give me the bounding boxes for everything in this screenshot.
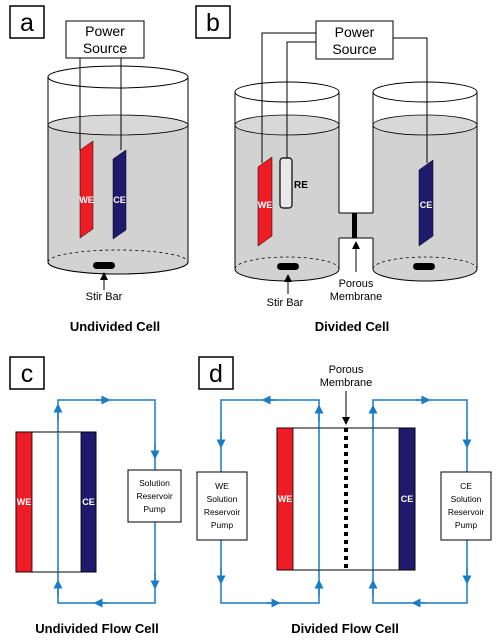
panel-d-label-box [198,356,234,390]
stir-bar-right [413,263,435,270]
working-electrode-b [257,156,273,247]
panel-b: b [195,5,478,334]
pump-c-line2: Reservoir [136,491,173,501]
power-source-b-line2: Source [332,41,377,57]
ce-pump-line4: Pump [455,520,477,530]
membrane-label-d-line2: Membrane [320,377,373,389]
caption-d: Divided Flow Cell [291,621,399,636]
panel-c-label: c [21,360,34,388]
panel-b-label-box [195,5,231,39]
we-label: WE [79,195,94,205]
ce-pump-line2: Solution [451,494,482,504]
membrane-label-d-line1: Porous [329,364,364,376]
stir-bar [93,262,115,269]
counter-electrode [112,149,127,240]
panel-a-label-box [9,5,45,39]
panel-a: a Power Source WE CE Stir Bar Undivided … [9,5,189,334]
re-label: RE [294,180,308,191]
panel-d: d Porous Membrane WE CE WE Solu [196,356,492,636]
we-pump-line4: Pump [211,520,233,530]
re-wire [286,41,316,158]
counter-electrode-c [80,431,97,573]
working-electrode-d [276,427,294,571]
panel-d-label: d [209,360,223,388]
panel-b-label: b [206,9,220,37]
ce-pump-line3: Reservoir [448,507,485,517]
we-wire-b [261,32,316,163]
stir-bar-label: Stir Bar [86,291,123,303]
power-source-box [65,20,145,59]
ce-label-d: CE [401,494,414,504]
membrane-label-b-line2: Membrane [330,291,383,303]
stir-bar-left [277,263,299,270]
we-label-b: WE [258,200,273,210]
caption-b: Divided Cell [315,319,389,334]
salt-bridge [338,212,374,239]
panel-a-label: a [20,9,34,37]
panel-c: c WE CE Solution Reservoir Pump Undivide… [9,356,182,636]
counter-electrode-d [398,427,416,571]
pump-c-line3: Pump [143,504,165,514]
power-source-b-line1: Power [335,24,375,40]
reservoir-pump-c [127,469,182,523]
power-source-line2: Source [83,40,128,56]
working-electrode [79,140,94,239]
ce-label: CE [113,195,126,205]
working-electrode-c [15,431,33,573]
pump-c-line1: Solution [139,478,170,488]
ce-label-b: CE [420,200,433,210]
ce-pump-line1: CE [460,481,472,491]
stir-bar-b-label: Stir Bar [267,297,304,309]
we-reservoir-pump [196,471,248,541]
reference-electrode [279,157,293,209]
counter-electrode-b [418,159,434,247]
caption-c: Undivided Flow Cell [35,621,159,636]
membrane-label-b-line1: Porous [339,278,374,290]
ce-wire-b [393,37,428,163]
power-source-line1: Power [85,23,125,39]
we-label-d: WE [278,494,293,504]
porous-membrane [352,213,357,238]
we-pump-line1: WE [215,481,229,491]
caption-a: Undivided Cell [70,319,160,334]
panel-c-label-box [9,356,45,390]
we-pump-line3: Reservoir [204,507,241,517]
power-source-box-b [315,20,394,60]
we-label-c: WE [17,497,32,507]
ce-reservoir-pump [440,471,492,541]
ce-label-c: CE [82,497,95,507]
we-pump-line2: Solution [207,494,238,504]
